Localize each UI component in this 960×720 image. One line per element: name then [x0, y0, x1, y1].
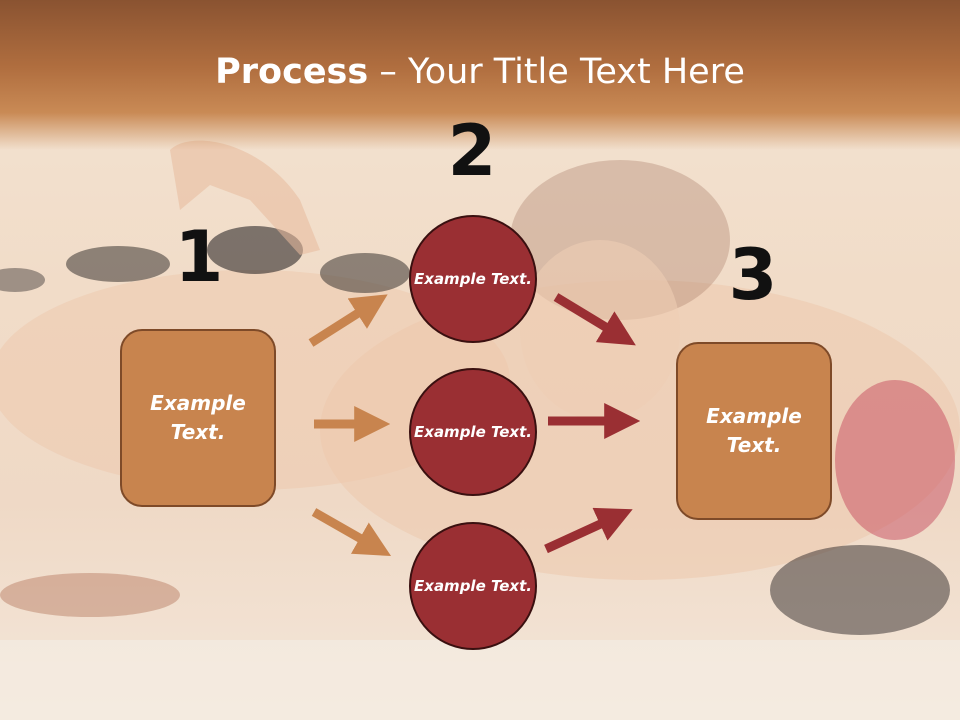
circle-3-text: Example Text.	[414, 576, 532, 595]
arrow-circle3-to-box3	[544, 507, 633, 554]
arrow-circle1-to-box3	[553, 293, 636, 346]
circle-1-text: Example Text.	[414, 269, 532, 288]
circle-3: Example Text.	[409, 522, 537, 650]
slide-title: Process – Your Title Text Here	[0, 52, 960, 92]
circle-2-text: Example Text.	[414, 422, 532, 441]
step-box-1: Example Text.	[120, 329, 276, 507]
circle-1: Example Text.	[409, 215, 537, 343]
step-box-3: Example Text.	[676, 342, 832, 520]
title-bar	[0, 0, 960, 150]
step-number-3: 3	[728, 234, 778, 316]
step-box-3-text: Example Text.	[706, 404, 802, 457]
step-number-2: 2	[447, 110, 497, 192]
step-number-1: 1	[174, 216, 224, 298]
arrow-box1-to-circle1	[308, 294, 388, 347]
step-box-1-text: Example Text.	[150, 391, 246, 444]
title-rest: – Your Title Text Here	[368, 52, 745, 92]
title-bold: Process	[215, 52, 369, 92]
circle-2: Example Text.	[409, 368, 537, 496]
arrow-box1-to-circle3	[311, 508, 392, 557]
